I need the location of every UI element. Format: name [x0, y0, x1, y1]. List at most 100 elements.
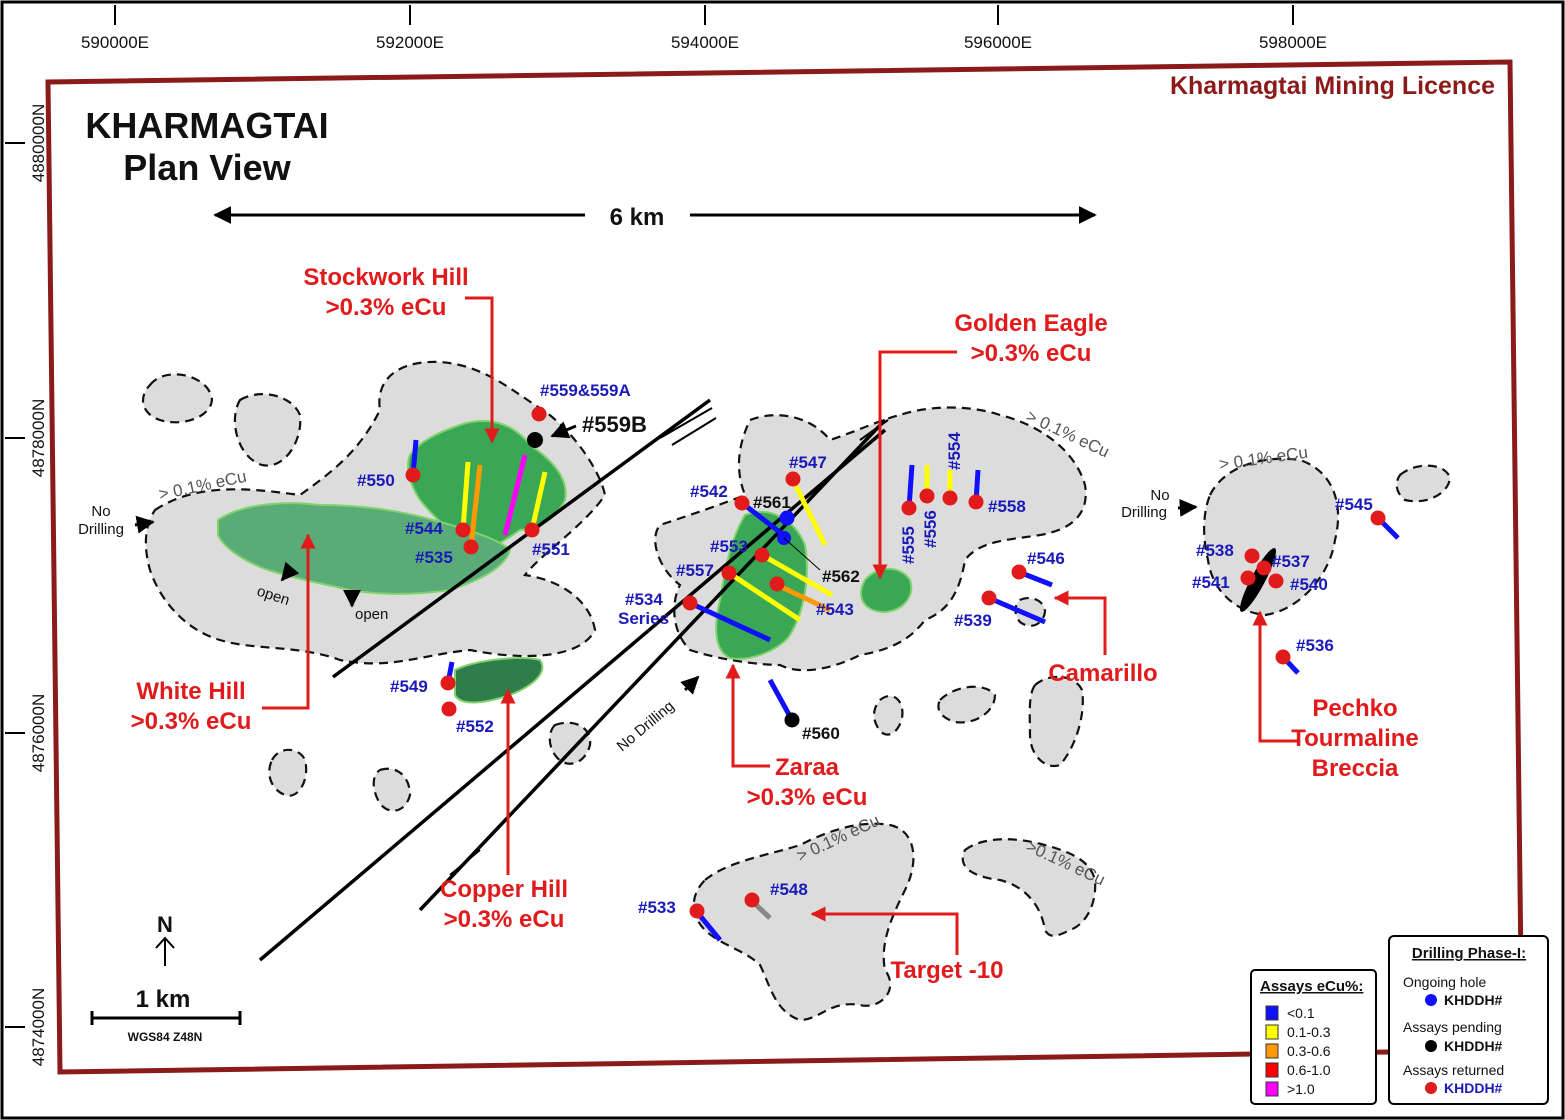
drilling-legend: Drilling Phase-I: Ongoing hole KHDDH# As…	[1388, 935, 1549, 1105]
hole-label: #560	[802, 724, 840, 743]
trace-559	[502, 454, 528, 536]
legend-ongoing: Ongoing hole	[1403, 974, 1487, 990]
target-name: Target -10	[891, 957, 1004, 984]
collar-553	[754, 547, 770, 563]
open-label: open	[355, 606, 388, 623]
assay-legend-title: Assays eCu%:	[1260, 978, 1363, 995]
zone-small4	[548, 721, 592, 765]
scale-1km: 1 km WGS84 Z48N	[90, 986, 242, 1044]
hole-label: #548	[770, 880, 808, 899]
assay-legend: Assays eCu%: <0.1 0.1-0.3 0.3-0.6 0.6-1.…	[1250, 969, 1377, 1105]
collar-537	[1256, 560, 1272, 576]
assay-swatch	[1265, 1043, 1279, 1059]
hole-label: #540	[1290, 575, 1328, 594]
target-callouts: Stockwork Hill >0.3% eCu Golden Eagle >0…	[131, 264, 1419, 984]
collar-544	[455, 522, 471, 538]
northing-grid: 4880000N 4878000N 4876000N 4874000N	[5, 104, 48, 1066]
hole-label: #544	[405, 519, 443, 538]
target-name: Zaraa	[775, 754, 840, 781]
trace-547	[790, 478, 828, 547]
collar-558	[968, 494, 984, 510]
northing-label: 4874000N	[29, 988, 48, 1066]
collar-543	[769, 576, 785, 592]
hole-label: #547	[789, 453, 827, 472]
collar-555	[901, 500, 917, 516]
collar-534	[682, 595, 698, 611]
hole-label: #550	[357, 471, 395, 490]
hole-label: #541	[1192, 573, 1230, 592]
zone-nw-small	[142, 373, 214, 424]
assay-swatch	[1265, 1024, 1279, 1040]
northing-label: 4876000N	[29, 694, 48, 772]
easting-grid: 590000E 592000E 594000E 596000E 598000E	[81, 5, 1327, 52]
collars	[405, 406, 1386, 919]
assay-swatch	[1265, 1062, 1279, 1078]
collar-545	[1370, 510, 1386, 526]
legend-returned-dot	[1425, 1082, 1437, 1094]
collar-540	[1268, 573, 1284, 589]
collar-547	[785, 471, 801, 487]
licence-label: Kharmagtai Mining Licence	[1170, 72, 1495, 100]
collar-535	[463, 539, 479, 555]
target-name: Camarillo	[1048, 660, 1157, 687]
collar-536	[1275, 649, 1291, 665]
hole-label: #552	[456, 717, 494, 736]
collar-533	[689, 903, 705, 919]
collar-559b	[527, 432, 543, 448]
trace-544	[460, 461, 471, 531]
hole-labels: #559&559A #559B #550 #544 #535 #551 #549…	[357, 381, 1373, 917]
zone-pechko	[1203, 457, 1340, 617]
zaraa-body	[715, 510, 808, 660]
legend-hole-id: KHDDH#	[1444, 1038, 1503, 1054]
golden-eagle-body	[860, 567, 913, 614]
assay-label: >1.0	[1287, 1081, 1315, 1097]
collar-538	[1244, 548, 1260, 564]
hole-label: #556	[921, 510, 940, 548]
collar-554	[942, 490, 958, 506]
hole-label: #546	[1027, 549, 1065, 568]
hole-label: Series	[618, 609, 669, 628]
fault-line	[331, 398, 712, 679]
hole-label: #555	[899, 526, 918, 564]
collar-550	[405, 467, 421, 483]
collar-542	[734, 495, 750, 511]
zone-nw-small2	[233, 393, 302, 467]
easting-label: 594000E	[671, 33, 739, 52]
hole-label: #553	[710, 537, 748, 556]
collar-549	[440, 675, 456, 691]
north-label: N	[157, 912, 173, 937]
assay-label: 0.1-0.3	[1287, 1024, 1331, 1040]
hole-label: #537	[1272, 552, 1310, 571]
no-drilling-text: No	[91, 503, 110, 520]
target-name: Stockwork Hill	[303, 264, 468, 291]
target-grade: >0.3% eCu	[131, 708, 252, 735]
hole-label: #559B	[582, 412, 647, 437]
collar-539	[981, 590, 997, 606]
scale-6km: 6 km	[213, 204, 1097, 231]
legend-hole-id: KHDDH#	[1444, 1080, 1503, 1096]
target-grade: >0.3% eCu	[971, 340, 1092, 367]
legend-hole-id: KHDDH#	[1444, 992, 1503, 1008]
zone-small7	[1028, 675, 1084, 768]
collar-560	[784, 712, 800, 728]
hole-label: #539	[954, 611, 992, 630]
hole-label: #535	[415, 548, 453, 567]
hole-label: #559&559A	[540, 381, 631, 400]
easting-label: 592000E	[376, 33, 444, 52]
legend-pending: Assays pending	[1403, 1019, 1502, 1035]
hole-label: #538	[1196, 541, 1234, 560]
assay-swatch	[1265, 1005, 1279, 1021]
zone-se	[961, 838, 1097, 937]
hole-label: #551	[532, 540, 570, 559]
no-drilling-text: No Drilling	[614, 698, 678, 755]
map-subtitle: Plan View	[123, 147, 291, 188]
hole-label: #549	[390, 677, 428, 696]
trace-534	[688, 600, 772, 643]
no-drilling-text: Drilling	[1121, 504, 1167, 521]
north-arrow: N	[155, 912, 175, 966]
collar-548	[744, 892, 760, 908]
hole-label: #562	[822, 567, 860, 586]
map-title: KHARMAGTAI	[85, 105, 328, 146]
target-name: White Hill	[136, 678, 245, 705]
